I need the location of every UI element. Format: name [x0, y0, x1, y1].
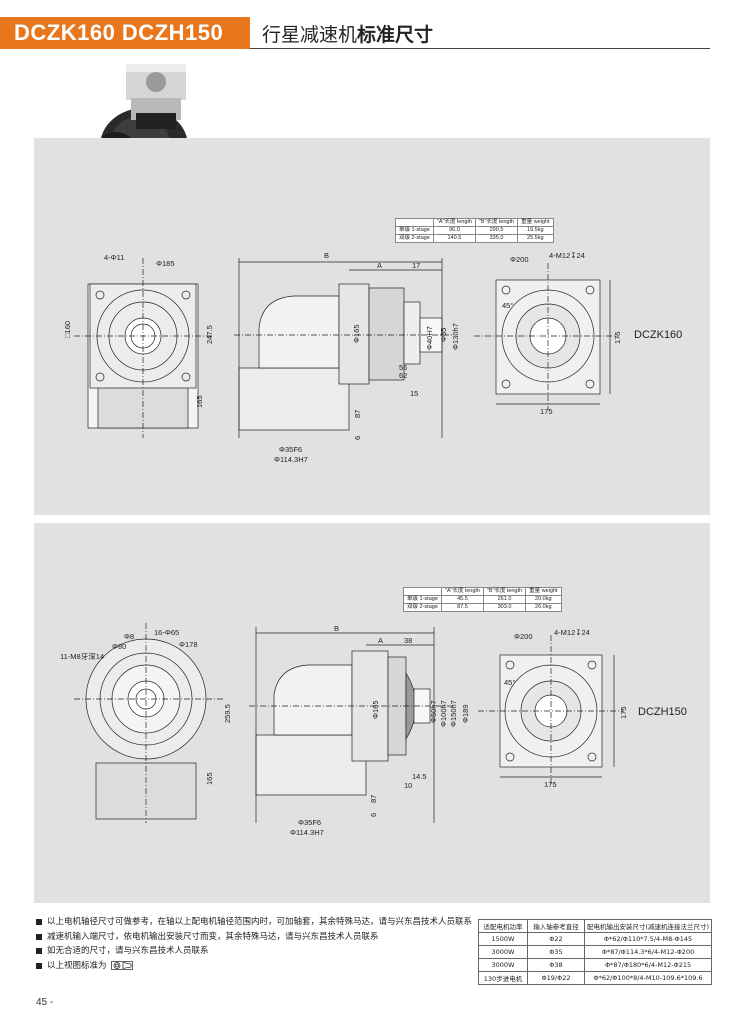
- dim-label: 87: [353, 410, 362, 418]
- spec-table-dczk160: "A"长度 length "B"长度 length 重量 weight 单级 1…: [395, 218, 554, 243]
- dim-label: B: [324, 251, 329, 260]
- dim-label: Φ114.3H7: [290, 828, 324, 837]
- list-item: 以上电机轴径尺寸可做参考，在轴以上配电机轴径范围内时，可加轴套，其余特殊马达，请…: [36, 915, 472, 930]
- dim-label: 45°: [502, 301, 513, 310]
- model-label-dczh150: DCZH150: [638, 706, 687, 718]
- dim-label: Φ114.3H7: [274, 455, 308, 464]
- dim-label: Φ8: [124, 632, 134, 641]
- dim-label: 4-M12↧24: [554, 628, 590, 637]
- table-row: 3000W Φ35 Φ*87/Φ114.3*6/4-M12-Φ200: [478, 945, 713, 959]
- table-row: 适配电机功率 输入轴参考直径 配电机输出安装尺寸(减速机连接法兰尺寸): [478, 919, 713, 933]
- list-item: 如无合适的尺寸，请与兴东昌技术人员联系: [36, 944, 472, 959]
- dim-label: Φ165: [352, 325, 361, 344]
- dim-label: Φ200: [510, 255, 529, 264]
- dim-label: Φ40H7: [425, 326, 434, 350]
- dim-label: 165: [195, 395, 204, 408]
- dim-label: Φ80: [112, 642, 126, 651]
- dim-label: Φ189: [461, 705, 470, 724]
- model-label-dczk160: DCZK160: [634, 329, 682, 341]
- dim-label: 10: [404, 781, 412, 790]
- dim-label: 14.5: [412, 772, 427, 781]
- page-title: 行星减速机标准尺寸: [262, 24, 434, 46]
- dim-label: 6: [369, 813, 378, 817]
- dim-label: Φ178: [179, 640, 198, 649]
- dim-label: B: [334, 624, 339, 633]
- dim-label: 175: [540, 407, 553, 416]
- table-row: 130步进电机 Φ19/Φ22 Φ*62/Φ100*8/4-M10-109.6*…: [478, 971, 713, 985]
- dim-label: 16-Φ65: [154, 628, 179, 637]
- dim-label: 11-M8牙深14: [60, 652, 104, 661]
- motor-table: 适配电机功率 输入轴参考直径 配电机输出安装尺寸(减速机连接法兰尺寸) 1500…: [478, 919, 713, 985]
- page-number: 45 -: [36, 997, 54, 1008]
- dim-label: 87: [369, 795, 378, 803]
- dim-label: 62: [399, 371, 407, 380]
- dim-label: 175: [613, 331, 622, 344]
- dim-label: 45°: [504, 678, 515, 687]
- projection-symbol-icon: [110, 961, 133, 971]
- dim-label: A: [377, 261, 382, 270]
- dim-label: Φ35F6: [279, 445, 302, 454]
- table-row: 双级 2-stage 87.5 303.0 26.0kg: [403, 603, 562, 612]
- table-row: 单级 1-stage 96.0 290.5 19.5kg: [395, 226, 554, 235]
- dim-label: □160: [63, 321, 72, 338]
- table-row: 3000W Φ38 Φ*87/Φ180*6/4-M12-Φ215: [478, 958, 713, 972]
- dim-label: 175: [544, 780, 557, 789]
- list-item: 减速机输入端尺寸，依电机输出安装尺寸而变，其余特殊马达，请与兴东昌技术人员联系: [36, 930, 472, 945]
- dim-label: 38: [404, 636, 412, 645]
- table-row: 双级 2-stage 140.5 335.0 25.5kg: [395, 234, 554, 243]
- dim-label: Φ165: [371, 701, 380, 720]
- spec-table-dczh150: "A"长度 length "B"长度 length 重量 weight 单级 1…: [403, 587, 562, 612]
- model-banner: DCZK160 DCZH150: [0, 17, 250, 49]
- notes-list: 以上电机轴径尺寸可做参考，在轴以上配电机轴径范围内时，可加轴套，其余特殊马达，请…: [36, 915, 472, 973]
- dim-label: 247.5: [205, 325, 214, 344]
- dim-label: 4-M12↧24: [549, 251, 585, 260]
- dim-label: 17: [412, 261, 420, 270]
- dim-label: 6: [353, 436, 362, 440]
- dim-label: Φ55: [439, 328, 448, 342]
- list-item: 以上视图标准为: [36, 959, 472, 974]
- dim-label: Φ50h7: [429, 700, 438, 723]
- dim-label: 175: [619, 706, 628, 719]
- table-row: 1500W Φ22 Φ*62/Φ110*7.5/4-M8-Φ145: [478, 932, 713, 946]
- dim-label: Φ200: [514, 632, 533, 641]
- header-rule: [250, 48, 710, 49]
- dim-label: Φ150h7: [449, 700, 458, 727]
- dim-label: 56: [399, 363, 407, 372]
- dim-label: Φ185: [156, 259, 175, 268]
- table-row: "A"长度 length "B"长度 length 重量 weight: [395, 218, 554, 227]
- dim-label: 165: [205, 772, 214, 785]
- dim-label: Φ100h7: [439, 700, 448, 727]
- dim-label: A: [378, 636, 383, 645]
- dim-label: Φ35F6: [298, 818, 321, 827]
- dim-label: 4-Φ11: [104, 253, 124, 262]
- dim-label: Φ130h7: [451, 323, 460, 350]
- drawing-dczh150: 11-M8牙深14 Φ8 Φ80 16-Φ65 Φ178 259.5 165 B…: [60, 623, 687, 837]
- drawing-dczk160: 4-Φ11 Φ185 □160 247.5 165 B A 17 Φ165 Φ4…: [63, 251, 682, 464]
- dim-label: 15: [410, 389, 418, 398]
- dim-label: 259.5: [223, 704, 232, 723]
